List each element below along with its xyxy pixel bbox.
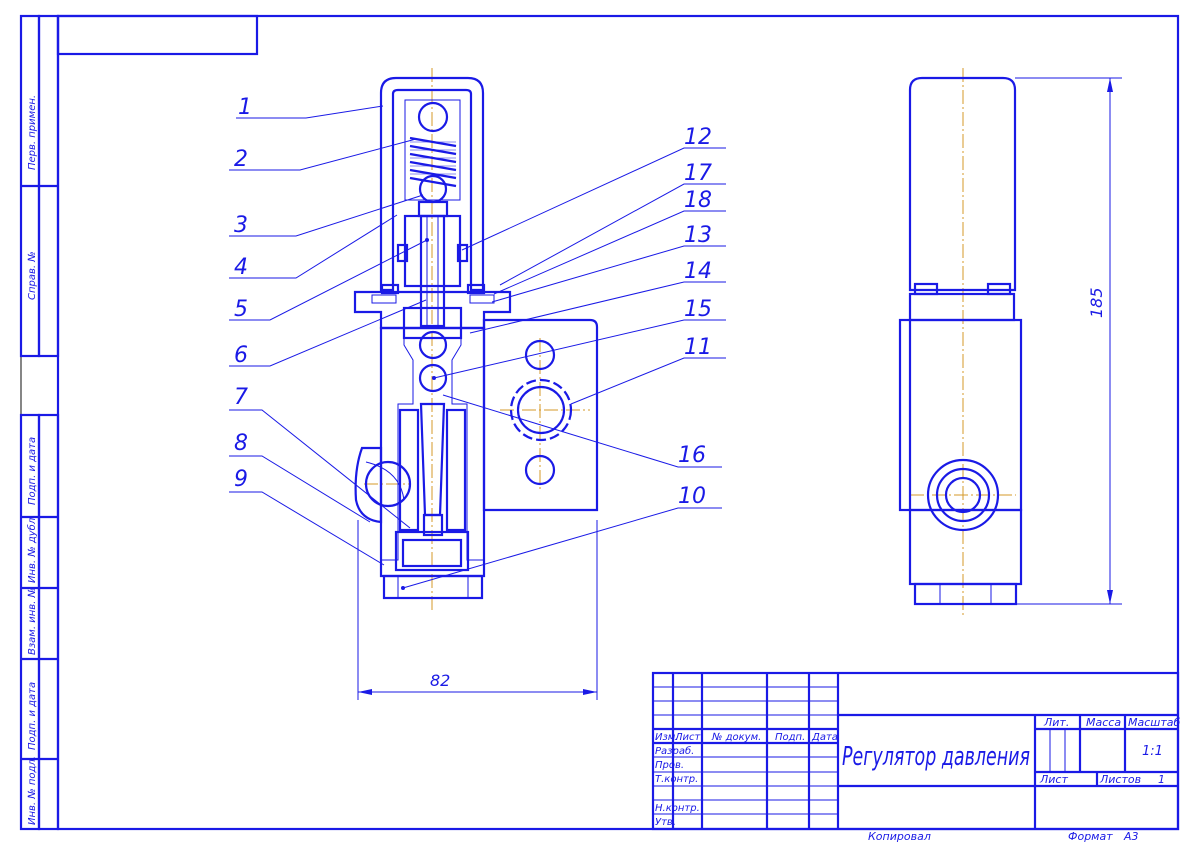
spring [409, 136, 457, 188]
copied-label: Копировал [868, 830, 931, 843]
callouts-left: 1 2 3 4 5 6 7 8 9 [229, 95, 428, 566]
tb-sheets-label: Листов [1099, 773, 1141, 786]
stamp-podp-data-1: Подп. и дата [27, 437, 38, 505]
tb-col-doc: № докум. [711, 732, 761, 743]
tb-col-list: Лист [674, 732, 702, 743]
side-view [898, 68, 1023, 616]
tb-row-nkontr: Н.контр. [655, 803, 700, 814]
tb-mass-label: Масса [1086, 716, 1121, 729]
tb-lit-label: Лит. [1043, 716, 1069, 729]
stamp-inv-podl: Инв. № подл. [27, 756, 38, 825]
callout-12: 12 [684, 125, 712, 150]
drawing-title: Регулятор давления [842, 742, 1030, 772]
callout-15: 15 [684, 297, 712, 322]
callout-6: 6 [234, 343, 248, 368]
callout-14: 14 [684, 259, 712, 284]
side-stamp-column: Перв. примен. Справ. № Подп. и дата Инв.… [19, 14, 60, 831]
title-block: Изм. Лист № докум. Подп. Дата Разраб. Пр… [651, 671, 1180, 831]
callout-10: 10 [678, 484, 706, 509]
tb-sheets-value: 1 [1158, 773, 1165, 786]
stamp-inv-dubl: Инв. № дубл. [26, 515, 38, 583]
callout-1: 1 [238, 95, 252, 120]
callout-2: 2 [234, 147, 248, 172]
format-label: Формат [1068, 830, 1113, 843]
callout-16: 16 [678, 443, 706, 468]
tb-row-prov: Пров. [655, 760, 684, 771]
callout-3: 3 [234, 213, 248, 238]
callout-4: 4 [234, 255, 248, 280]
stamp-podp-data-2: Подп. и дата [27, 682, 38, 750]
format-value: А3 [1123, 830, 1139, 843]
stamp-sprav-no: Справ. № [27, 251, 38, 300]
tb-row-razrab: Разраб. [655, 745, 694, 757]
callout-8: 8 [234, 431, 248, 456]
callout-9: 9 [234, 467, 248, 492]
dimension-width: 82 [357, 520, 598, 700]
callouts-right: 12 17 18 13 14 15 11 16 10 [401, 125, 726, 590]
dimension-82: 82 [430, 671, 450, 690]
sheet-frame [20, 14, 1180, 831]
dimension-height: 185 [1015, 77, 1122, 605]
callout-7: 7 [234, 385, 248, 410]
tb-col-sign: Подп. [775, 732, 805, 743]
stamp-vzam-inv: Взам. инв. № [27, 587, 38, 655]
tb-sheet-label: Лист [1039, 773, 1068, 786]
callout-11: 11 [684, 335, 712, 360]
callout-13: 13 [684, 223, 712, 248]
section-view [353, 68, 599, 612]
tb-scale-value: 1:1 [1142, 744, 1163, 759]
tb-col-izm: Изм. [655, 732, 679, 743]
callout-18: 18 [684, 188, 712, 213]
tb-scale-label: Масштаб [1128, 716, 1180, 729]
dimension-185: 185 [1087, 287, 1106, 318]
callout-17: 17 [684, 161, 712, 186]
callout-5: 5 [234, 297, 248, 322]
tb-col-date: Дата [811, 732, 838, 743]
tb-row-tkontr: Т.контр. [655, 774, 698, 785]
stamp-perv-primen: Перв. примен. [27, 95, 38, 170]
tb-row-utv: Утв. [655, 817, 676, 828]
